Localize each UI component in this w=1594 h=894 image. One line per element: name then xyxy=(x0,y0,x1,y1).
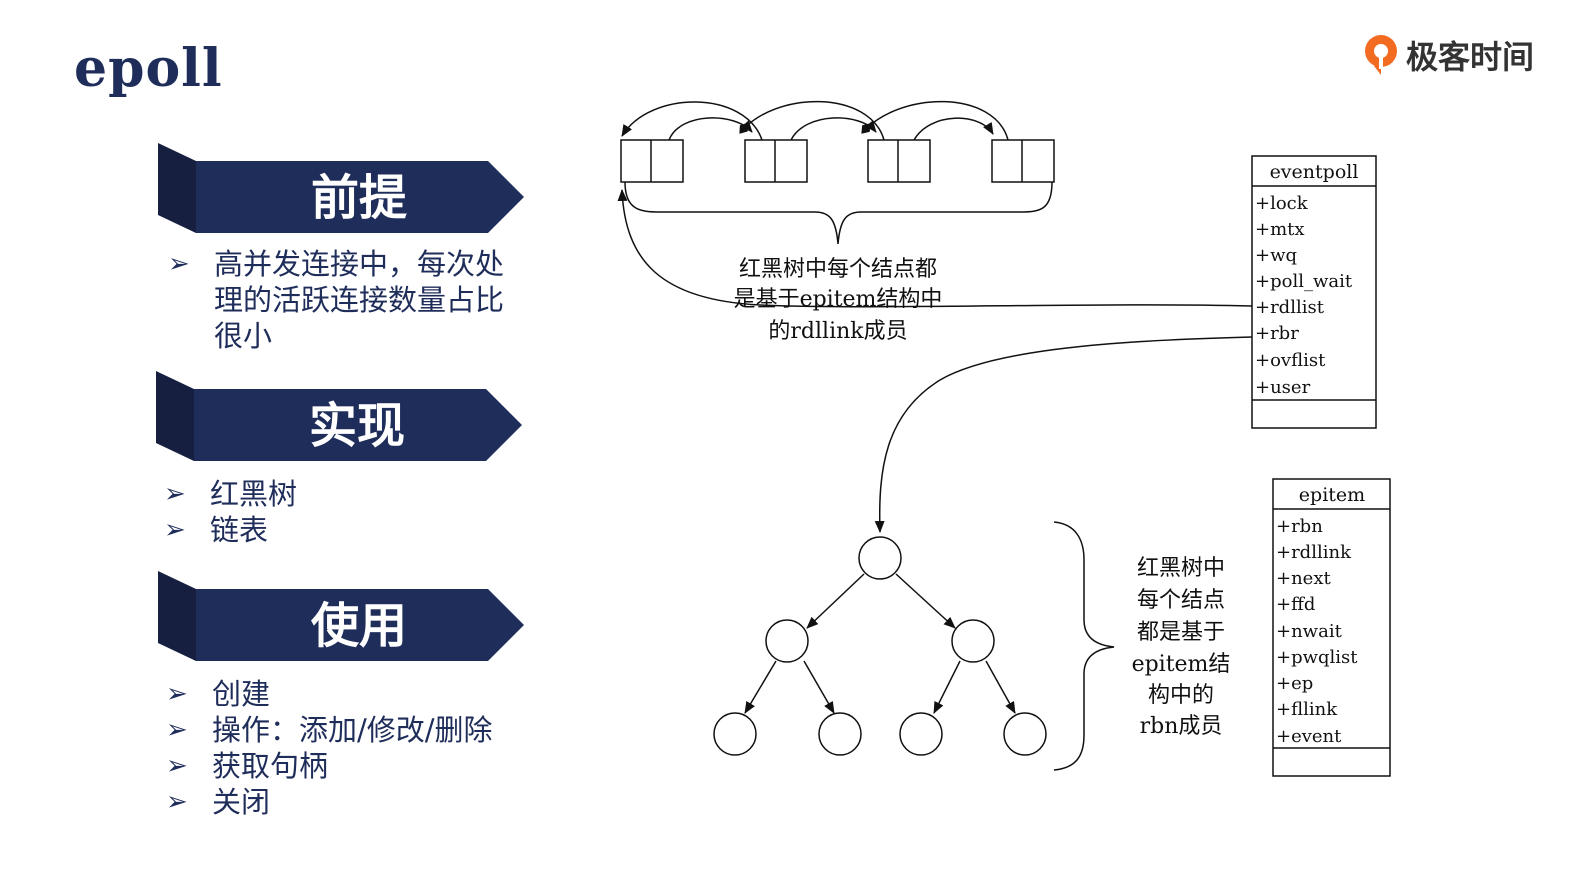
list-node xyxy=(620,139,684,183)
list-item: ➢创建 xyxy=(166,677,271,711)
tree-node xyxy=(951,619,995,663)
list-item: ➢获取句柄 xyxy=(166,749,329,783)
struct-field: +rdllink xyxy=(1276,542,1352,563)
struct-field: +pwqlist xyxy=(1276,647,1358,668)
tree-node xyxy=(1003,712,1047,756)
struct-field: +rbn xyxy=(1276,516,1323,537)
struct-field: +wq xyxy=(1255,245,1297,266)
list-node xyxy=(867,139,931,183)
struct-field: +ffd xyxy=(1276,594,1315,615)
tree-node xyxy=(858,536,902,580)
list-node xyxy=(991,139,1055,183)
struct-field: +poll_wait xyxy=(1255,271,1353,292)
struct-field: +user xyxy=(1255,377,1311,398)
section-banner-premise: 前提 xyxy=(158,143,528,233)
geektime-logo: 极客时间 xyxy=(1362,32,1534,78)
struct-title: eventpoll xyxy=(1270,161,1359,183)
struct-field: +lock xyxy=(1255,193,1309,214)
arrow-bullet-icon: ➢ xyxy=(166,787,188,817)
geektime-logo-icon xyxy=(1365,35,1397,75)
struct-field: +fllink xyxy=(1276,699,1338,720)
struct-field: +ep xyxy=(1276,673,1313,694)
arrow-bullet-icon: ➢ xyxy=(164,515,186,545)
struct-field: +rdllist xyxy=(1255,297,1325,318)
list-item-line: 理的活跃连接数量占比 xyxy=(214,283,505,317)
struct-field: +rbr xyxy=(1255,323,1299,344)
tree-node xyxy=(765,619,809,663)
rdllist-link xyxy=(617,189,1253,308)
tree-caption-line: 都是基于 xyxy=(1137,620,1225,645)
arrow-bullet-icon: ➢ xyxy=(168,249,190,279)
tree-caption-line: 构中的 xyxy=(1148,683,1214,708)
rb-tree xyxy=(744,573,1016,714)
section-heading: 使用 xyxy=(310,598,407,654)
tree-node xyxy=(899,712,943,756)
tree-node xyxy=(818,712,862,756)
arrow-bullet-icon: ➢ xyxy=(166,751,188,781)
list-item: ➢操作：添加/修改/删除 xyxy=(166,713,493,747)
arrow-bullet-icon: ➢ xyxy=(164,479,186,509)
tree-caption-line: epitem结 xyxy=(1132,652,1231,677)
list-caption-line: 的rdllink成员 xyxy=(768,319,907,344)
list-links xyxy=(621,100,1009,141)
tree-caption-line: 每个结点 xyxy=(1137,588,1225,613)
section-heading: 实现 xyxy=(308,398,405,454)
tree-brace xyxy=(1053,521,1115,771)
list-caption-line: 红黑树中每个结点都 xyxy=(739,257,937,282)
section-banner-implementation: 实现 xyxy=(156,371,526,461)
struct-field: +nwait xyxy=(1276,621,1343,642)
page-title: epoll xyxy=(74,38,223,99)
section-heading: 前提 xyxy=(310,170,407,226)
tree-caption-line: rbn成员 xyxy=(1140,714,1223,739)
list-item: ➢链表 xyxy=(164,513,269,547)
epitem-struct: epitem +rbn +rdllink +next +ffd +nwait +… xyxy=(1272,478,1391,777)
list-item: ➢红黑树 xyxy=(164,477,298,511)
struct-title: epitem xyxy=(1299,484,1365,506)
list-caption-line: 是基于epitem结构中 xyxy=(734,287,943,312)
struct-field: +mtx xyxy=(1255,219,1305,240)
tree-node xyxy=(713,712,757,756)
list-item-line: 很小 xyxy=(214,319,273,353)
list-item: ➢ 高并发连接中，每次处 理的活跃连接数量占比 很小 xyxy=(168,246,528,354)
eventpoll-struct: eventpoll +lock +mtx +wq +poll_wait +rdl… xyxy=(1251,155,1377,429)
section-banner-usage: 使用 xyxy=(158,571,528,661)
list-item: ➢关闭 xyxy=(166,785,271,819)
tree-caption-line: 红黑树中 xyxy=(1137,556,1225,581)
list-brace xyxy=(624,181,1053,245)
struct-field: +ovflist xyxy=(1255,350,1326,371)
premise-list: ➢ 高并发连接中，每次处 理的活跃连接数量占比 很小 xyxy=(168,246,528,354)
logo-text: 极客时间 xyxy=(1406,38,1535,76)
arrow-bullet-icon: ➢ xyxy=(166,715,188,745)
list-item-line: 高并发连接中，每次处 xyxy=(214,247,505,281)
usage-list: ➢创建 ➢操作：添加/修改/删除 ➢获取句柄 ➢关闭 xyxy=(166,676,546,820)
arrow-bullet-icon: ➢ xyxy=(166,679,188,709)
struct-field: +event xyxy=(1276,726,1342,747)
implementation-list: ➢红黑树 ➢链表 xyxy=(164,476,524,548)
struct-field: +next xyxy=(1276,568,1331,589)
rbr-link xyxy=(874,336,1253,533)
list-node xyxy=(744,139,808,183)
